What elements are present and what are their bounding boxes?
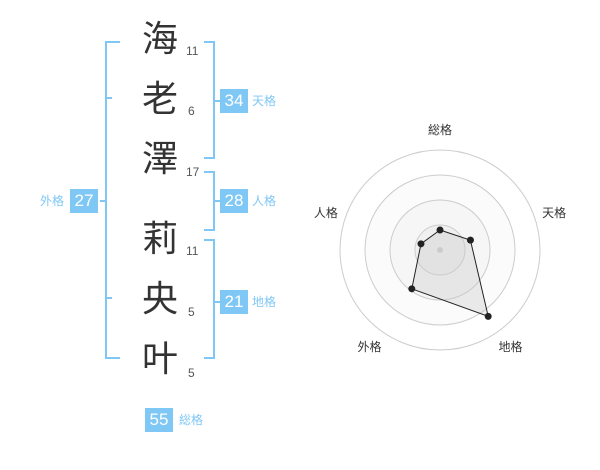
radar-center bbox=[437, 247, 443, 253]
name-char-6: 叶 bbox=[141, 339, 178, 380]
stroke-count-4: 11 bbox=[186, 244, 199, 258]
stroke-count-5: 5 bbox=[188, 305, 195, 319]
name-char-2: 老 bbox=[141, 79, 178, 120]
radar-axis-label-2: 天格 bbox=[542, 205, 566, 220]
name-char-4: 莉 bbox=[141, 219, 178, 260]
stroke-count-1: 11 bbox=[186, 44, 199, 58]
soukaku-label: 総格 bbox=[179, 413, 204, 427]
radar-axis-label-4: 外格 bbox=[357, 339, 381, 354]
radar-axis-label-5: 人格 bbox=[314, 205, 338, 220]
tenkaku-label: 天格 bbox=[252, 94, 277, 108]
radar-axis-label-3: 地格 bbox=[498, 339, 522, 354]
chikaku-label: 地格 bbox=[252, 295, 277, 309]
name-char-3: 澤 bbox=[141, 139, 178, 180]
radar-point-4 bbox=[408, 285, 416, 293]
radar-point-2 bbox=[466, 236, 474, 244]
radar-polygon bbox=[411, 229, 489, 318]
jinkaku-label: 人格 bbox=[252, 194, 277, 208]
stroke-count-3: 17 bbox=[186, 165, 200, 179]
radar-point-5 bbox=[417, 240, 425, 248]
name-char-5: 央 bbox=[141, 279, 178, 320]
gaikaku-label: 外格 bbox=[40, 194, 65, 208]
soukaku-value: 55 bbox=[145, 408, 173, 432]
name-char-1: 海 bbox=[141, 19, 178, 60]
tenkaku-value: 34 bbox=[220, 89, 248, 113]
stroke-count-6: 5 bbox=[188, 366, 195, 380]
radar-axis-label-1: 総格 bbox=[428, 122, 452, 137]
chikaku-bracket bbox=[204, 239, 215, 359]
stroke-count-2: 6 bbox=[188, 104, 195, 118]
radar-point-3 bbox=[484, 312, 492, 320]
chikaku-value: 21 bbox=[220, 290, 248, 314]
jinkaku-value: 28 bbox=[220, 189, 248, 213]
gaikaku-value: 27 bbox=[70, 189, 98, 213]
radar-point-1 bbox=[436, 226, 444, 234]
